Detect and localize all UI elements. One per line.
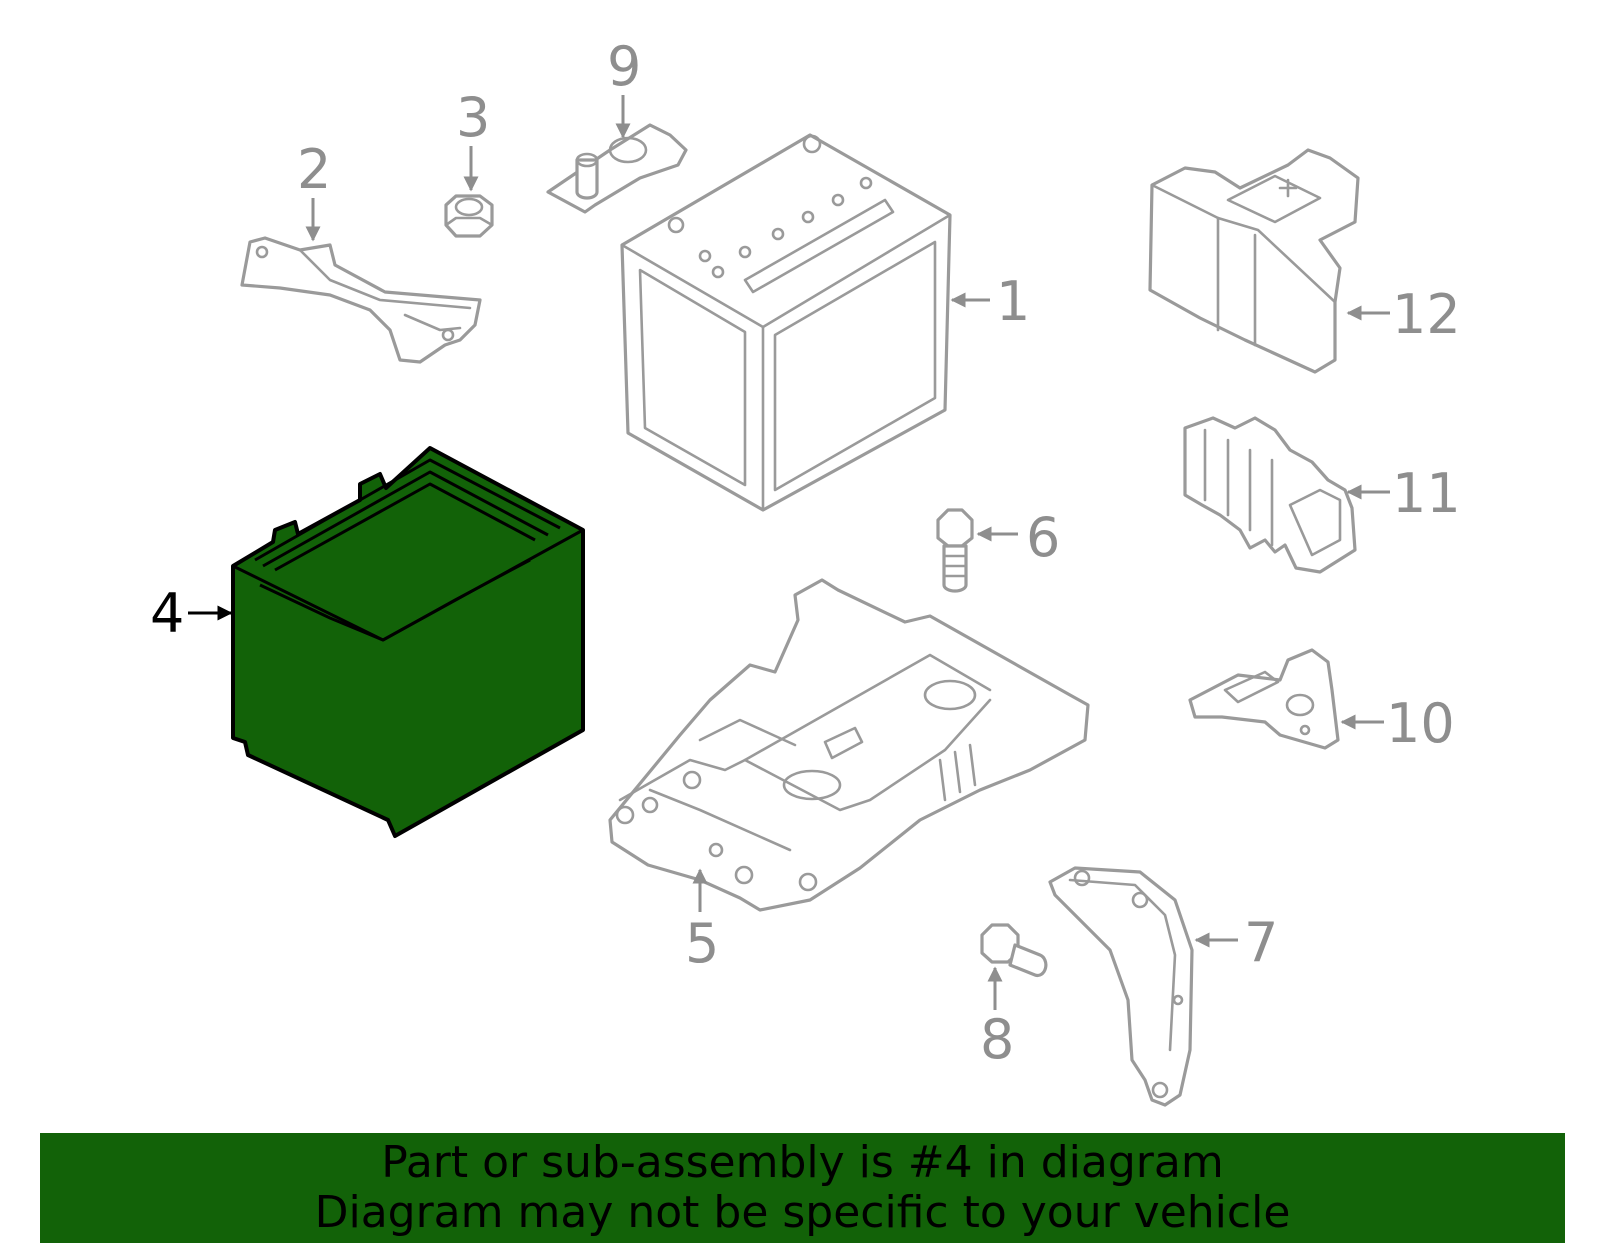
part-3-nut[interactable] (444, 194, 494, 238)
parts-diagram: 1 2 3 4 5 6 7 8 9 10 11 12 (150, 35, 1461, 1107)
part-10-terminal[interactable] (1188, 648, 1340, 750)
part-4-battery-insulator[interactable] (231, 446, 585, 838)
callout-label-12: 12 (1392, 283, 1461, 346)
callout-10: 10 (1340, 692, 1455, 755)
part-5-battery-tray[interactable] (608, 578, 1090, 912)
callout-7: 7 (1194, 911, 1278, 974)
callout-8: 8 (980, 966, 1014, 1071)
callout-11: 11 (1346, 462, 1461, 525)
callout-label-5: 5 (685, 912, 719, 975)
part-7-bracket[interactable] (1048, 866, 1194, 1107)
callout-1: 1 (950, 270, 1030, 333)
callout-label-10: 10 (1386, 692, 1455, 755)
part-12-positive-cover[interactable] (1148, 148, 1360, 374)
part-8-bolt[interactable] (980, 923, 1048, 978)
callout-2: 2 (297, 138, 331, 242)
part-1-battery[interactable] (620, 133, 952, 512)
callout-6: 6 (976, 506, 1060, 569)
part-6-bolt[interactable] (936, 508, 974, 593)
callout-label-2: 2 (297, 138, 331, 201)
banner-part-note: Part or sub-assembly is #4 in diagram (381, 1137, 1224, 1188)
callout-label-6: 6 (1026, 506, 1060, 569)
part-11-terminal-cover[interactable] (1183, 416, 1357, 574)
callout-label-7: 7 (1244, 911, 1278, 974)
callout-label-9: 9 (607, 35, 641, 98)
callout-label-8: 8 (980, 1008, 1014, 1071)
callout-5: 5 (685, 868, 719, 975)
callout-4: 4 (150, 582, 233, 645)
callout-9: 9 (607, 35, 641, 139)
part-2-hold-down[interactable] (240, 236, 482, 364)
info-banner: Part or sub-assembly is #4 in diagram Di… (40, 1133, 1565, 1243)
callout-label-11: 11 (1392, 462, 1461, 525)
callout-label-1: 1 (996, 270, 1030, 333)
banner-disclaimer: Diagram may not be specific to your vehi… (314, 1187, 1291, 1238)
callout-12: 12 (1346, 283, 1461, 346)
callout-label-3: 3 (456, 86, 490, 149)
part-9-terminal[interactable] (546, 123, 688, 214)
callout-label-4: 4 (150, 582, 184, 645)
callout-3: 3 (456, 86, 490, 192)
